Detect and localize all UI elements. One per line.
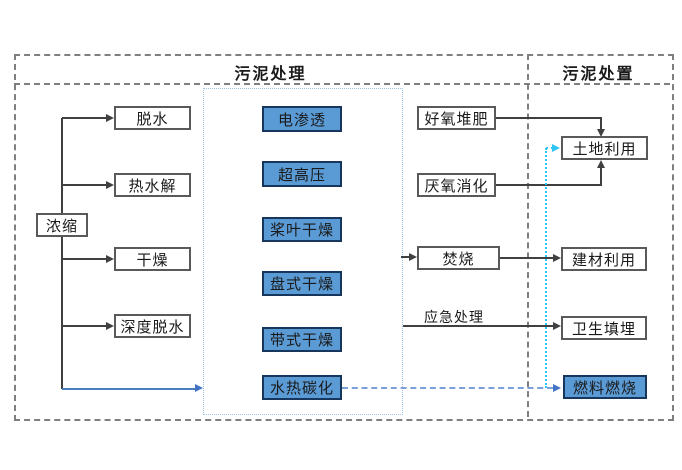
edge-digestion-v	[600, 168, 602, 185]
arrowhead-drying	[106, 255, 114, 263]
edge-incineration-to-building-material	[500, 257, 553, 259]
arrowhead-incineration	[409, 253, 417, 261]
node-thermal-hydrolysis: 热水解	[114, 173, 191, 197]
treatment-disposal-divider	[527, 54, 529, 417]
node-land-use: 土地利用	[561, 136, 648, 160]
arrowhead-fuel-combustion	[553, 384, 561, 392]
node-hydrothermal-carbonization: 水热碳化	[262, 375, 342, 400]
node-deep-dewater: 深度脱水	[114, 314, 191, 338]
treatment-zone-title: 污泥处理	[234, 66, 307, 83]
edge-carbonization-to-fuel	[342, 387, 553, 389]
arrowhead-land-use-top	[597, 129, 605, 137]
node-building-material-use: 建材利用	[561, 247, 647, 271]
arrowhead-deep-treatment-panel	[195, 384, 203, 392]
edge-panel-to-incineration	[401, 256, 409, 258]
node-paddle-drying: 桨叶干燥	[262, 217, 342, 242]
disposal-zone-title: 污泥处置	[562, 66, 635, 83]
node-electro-osmosis: 电渗透	[262, 106, 342, 132]
arrowhead-deep-dewater	[106, 322, 114, 330]
edge-trunk-lower	[61, 237, 63, 389]
node-disc-drying: 盘式干燥	[262, 271, 342, 296]
arrowhead-thermal-hydrolysis	[106, 181, 114, 189]
header-separator-line	[14, 83, 670, 85]
edge-emergency-to-landfill	[403, 325, 553, 327]
edge-to-drying	[62, 258, 106, 260]
edge-to-thermal-hydrolysis	[62, 184, 106, 186]
arrowhead-dewater	[106, 114, 114, 122]
edge-composting-h	[496, 117, 602, 119]
edge-trunk-upper	[61, 118, 63, 213]
arrowhead-building-material	[553, 254, 561, 262]
arrowhead-land-use-bottom	[597, 160, 605, 168]
node-dewater: 脱水	[114, 106, 191, 130]
node-drying: 干燥	[114, 247, 191, 271]
edge-to-dewater	[62, 117, 106, 119]
edge-cyan-vertical	[545, 148, 547, 388]
node-incineration: 焚烧	[417, 246, 500, 270]
node-belt-drying: 带式干燥	[262, 327, 342, 352]
emergency-treatment-label: 应急处理	[424, 309, 484, 325]
edge-to-deep-dewater	[62, 325, 106, 327]
edge-composting-v	[600, 117, 602, 130]
node-anaerobic-digestion: 厌氧消化	[417, 173, 496, 197]
node-ultra-high-pressure: 超高压	[262, 161, 342, 187]
node-fuel-combustion: 燃料燃烧	[563, 375, 647, 399]
edge-to-deep-treatment-panel	[62, 388, 195, 390]
deep-treatment-panel	[203, 88, 403, 415]
node-concentrate: 浓缩	[36, 213, 88, 237]
edge-cyan-horizontal	[546, 147, 553, 149]
arrowhead-land-use-left	[552, 144, 560, 152]
edge-digestion-h	[496, 184, 602, 186]
node-aerobic-composting: 好氧堆肥	[417, 106, 496, 130]
node-sanitary-landfill: 卫生填埋	[561, 316, 647, 340]
outer-dashed-frame	[14, 54, 674, 421]
arrowhead-sanitary-landfill	[553, 322, 561, 330]
